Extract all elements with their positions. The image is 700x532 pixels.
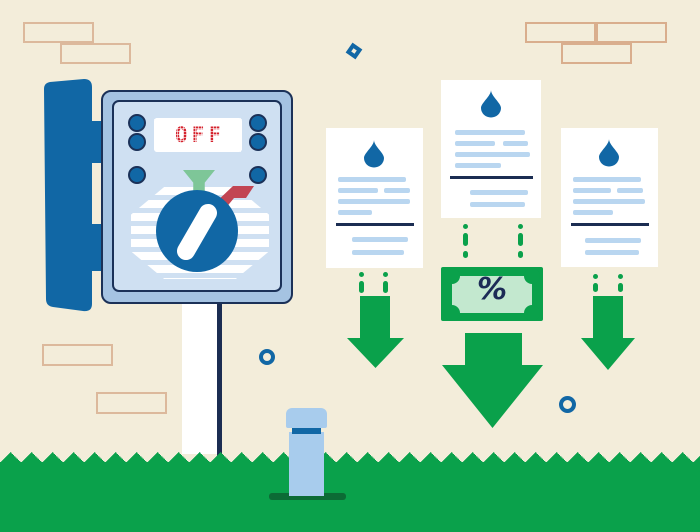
door-hinge [88, 224, 102, 271]
text-line [338, 188, 378, 193]
text-line [573, 188, 611, 193]
controller-button[interactable] [128, 114, 146, 132]
text-line [470, 190, 528, 195]
text-line [338, 177, 406, 182]
water-drop-icon [364, 140, 384, 168]
sprinkler-cap [286, 408, 327, 428]
text-line [352, 237, 408, 242]
brick-outline [42, 344, 113, 366]
bill-corner-notch [524, 305, 540, 321]
divider-line [571, 223, 649, 226]
door-hinge [88, 121, 102, 163]
text-line [338, 210, 372, 215]
text-line [455, 152, 530, 157]
text-line [470, 202, 525, 207]
dashed-connector [593, 283, 598, 292]
dashed-connector [518, 251, 523, 258]
dashed-connector [463, 251, 468, 258]
dashed-connector [383, 272, 388, 277]
dashed-connector [593, 274, 598, 279]
money-bill-inner [452, 276, 532, 313]
brick-outline [96, 392, 167, 414]
money-bill: % [441, 267, 543, 321]
text-line [384, 188, 410, 193]
brick-outline [561, 43, 632, 64]
text-line [573, 199, 645, 204]
water-drop-icon [599, 139, 619, 167]
water-bill-document [326, 128, 423, 268]
dashed-connector [463, 233, 468, 246]
divider-line [336, 223, 414, 226]
text-line [585, 250, 639, 255]
mounting-pole-edge [217, 300, 222, 458]
controller-button[interactable] [249, 114, 267, 132]
down-arrow-large-icon [442, 333, 543, 428]
controller-button[interactable] [249, 166, 267, 184]
text-line [352, 250, 404, 255]
bill-corner-notch [524, 268, 540, 284]
dashed-connector [618, 283, 623, 292]
bill-corner-notch [444, 268, 460, 284]
brick-outline [23, 22, 94, 43]
grass-zigzag-edge [0, 452, 700, 463]
controller-button[interactable] [128, 133, 146, 151]
text-line [585, 238, 641, 243]
text-line [503, 141, 528, 146]
mounting-pole [182, 300, 217, 454]
brick-outline [60, 43, 131, 64]
dashed-connector [383, 281, 388, 293]
text-line [455, 163, 501, 168]
water-bill-document [561, 128, 658, 267]
divider-line [450, 176, 533, 179]
circle-ring-icon [259, 349, 275, 365]
lcd-display: OFF [154, 118, 242, 152]
percent-symbol: % [476, 272, 508, 307]
down-arrow-icon [581, 296, 635, 370]
text-line [617, 188, 643, 193]
sprinkler-body [289, 432, 324, 496]
dashed-connector [359, 272, 364, 277]
dashed-connector [518, 233, 523, 246]
controller-button[interactable] [249, 133, 267, 151]
text-line [455, 141, 495, 146]
text-line [455, 130, 525, 135]
controller-button[interactable] [128, 166, 146, 184]
text-line [338, 199, 410, 204]
sprinkler-shadow [269, 493, 346, 500]
dashed-connector [518, 224, 523, 229]
sprinkler-band [292, 426, 321, 434]
circle-ring-icon [559, 396, 576, 413]
dashed-connector [359, 281, 364, 293]
dashed-connector [463, 224, 468, 229]
brick-outline [596, 22, 667, 43]
grass [0, 462, 700, 532]
dashed-connector [618, 274, 623, 279]
water-bill-document [441, 80, 541, 218]
brick-outline [525, 22, 596, 43]
controller-door [44, 79, 92, 312]
water-drop-icon [481, 90, 501, 118]
down-arrow-icon [347, 296, 404, 368]
text-line [573, 177, 641, 182]
bill-corner-notch [444, 305, 460, 321]
text-line [573, 210, 613, 215]
